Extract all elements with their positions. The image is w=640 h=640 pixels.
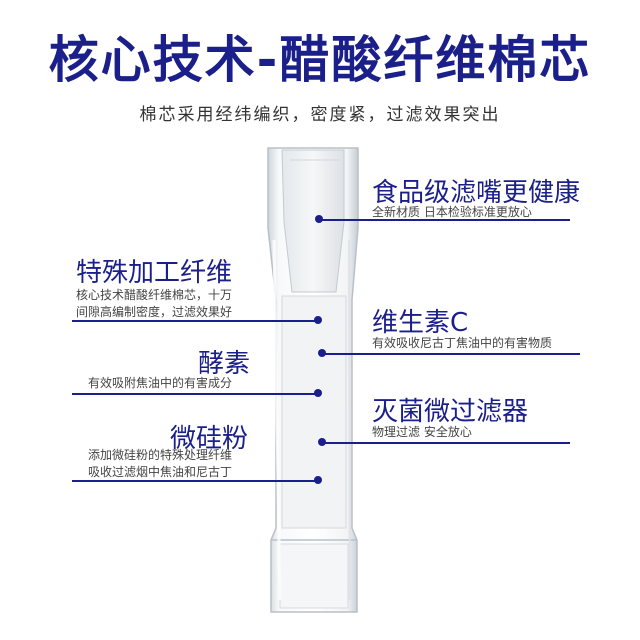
feature-vitamin-c-rule (320, 353, 580, 355)
feature-vitamin-c-desc: 有效吸收尼古丁焦油中的有害物质 (372, 336, 553, 350)
feature-vitamin-c-heading: 维生素C (372, 308, 469, 338)
feature-enzyme-desc: 有效吸附焦油中的有害成分 (88, 376, 233, 390)
feature-sterilization-rule (320, 442, 570, 444)
feature-special-fiber-heading: 特殊加工纤维 (76, 258, 233, 288)
feature-enzyme-rule (72, 393, 320, 395)
feature-special-fiber-desc-1: 核心技术醋酸纤维棉芯，十万 (76, 288, 233, 302)
feature-sterilization-dot (318, 438, 326, 446)
feature-enzyme-dot (314, 389, 322, 397)
feature-sterilization-heading: 灭菌微过滤器 (372, 397, 529, 427)
page-subtitle: 棉芯采用经纬编织，密度紧，过滤效果突出 (139, 105, 501, 125)
feature-micro-silicon-heading: 微硅粉 (170, 424, 249, 454)
feature-food-grade-dot (315, 215, 323, 223)
feature-sterilization-desc: 物理过滤 安全放心 (372, 425, 472, 439)
feature-food-grade-heading: 食品级滤嘴更健康 (372, 178, 581, 208)
feature-special-fiber-rule (72, 320, 320, 322)
feature-micro-silicon-rule (72, 480, 320, 482)
feature-vitamin-c-dot (318, 349, 326, 357)
feature-enzyme-heading: 酵素 (198, 349, 251, 379)
feature-special-fiber-dot (314, 316, 322, 324)
feature-special-fiber-desc-2: 间隙高编制密度，过滤效果好 (76, 305, 233, 319)
feature-micro-silicon-dot (314, 476, 322, 484)
page-title: 核心技术-醋酸纤维棉芯 (48, 31, 592, 89)
feature-food-grade-rule (320, 219, 570, 221)
feature-micro-silicon-desc-1: 添加微硅粉的特殊处理纤维 (88, 448, 233, 462)
feature-food-grade-desc: 全新材质 日本检验标准更放心 (372, 205, 532, 219)
feature-micro-silicon-desc-2: 吸收过滤烟中焦油和尼古丁 (88, 465, 233, 479)
